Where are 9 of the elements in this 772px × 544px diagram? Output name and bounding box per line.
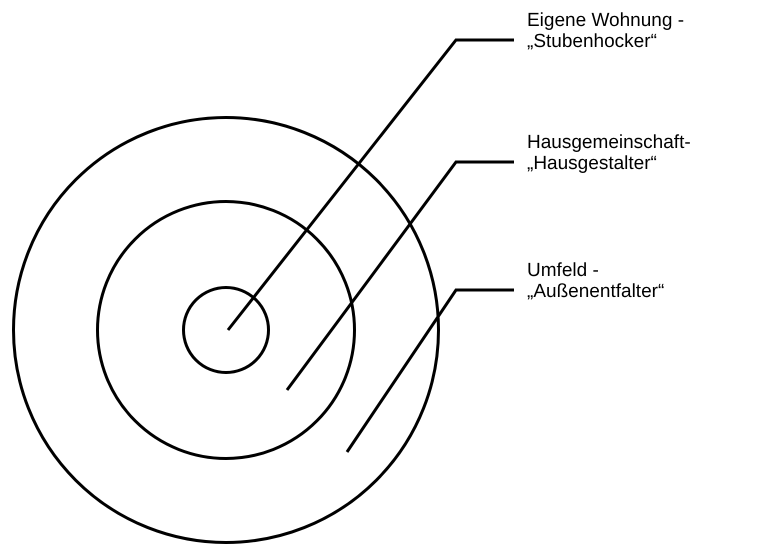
callout-text: Umfeld - „Außenentfalter“	[527, 260, 687, 302]
middle-ring	[96, 200, 356, 460]
leader-line	[226, 38, 514, 331]
inner-ring	[182, 286, 270, 374]
outer-ring	[12, 116, 440, 544]
callout-text: Eigene Wohnung - „Stubenhocker“	[527, 10, 757, 52]
leader-line	[286, 160, 514, 391]
leader-line	[346, 288, 514, 453]
callout-text: Hausgemeinschaft- „Hausgestalter“	[527, 132, 757, 174]
